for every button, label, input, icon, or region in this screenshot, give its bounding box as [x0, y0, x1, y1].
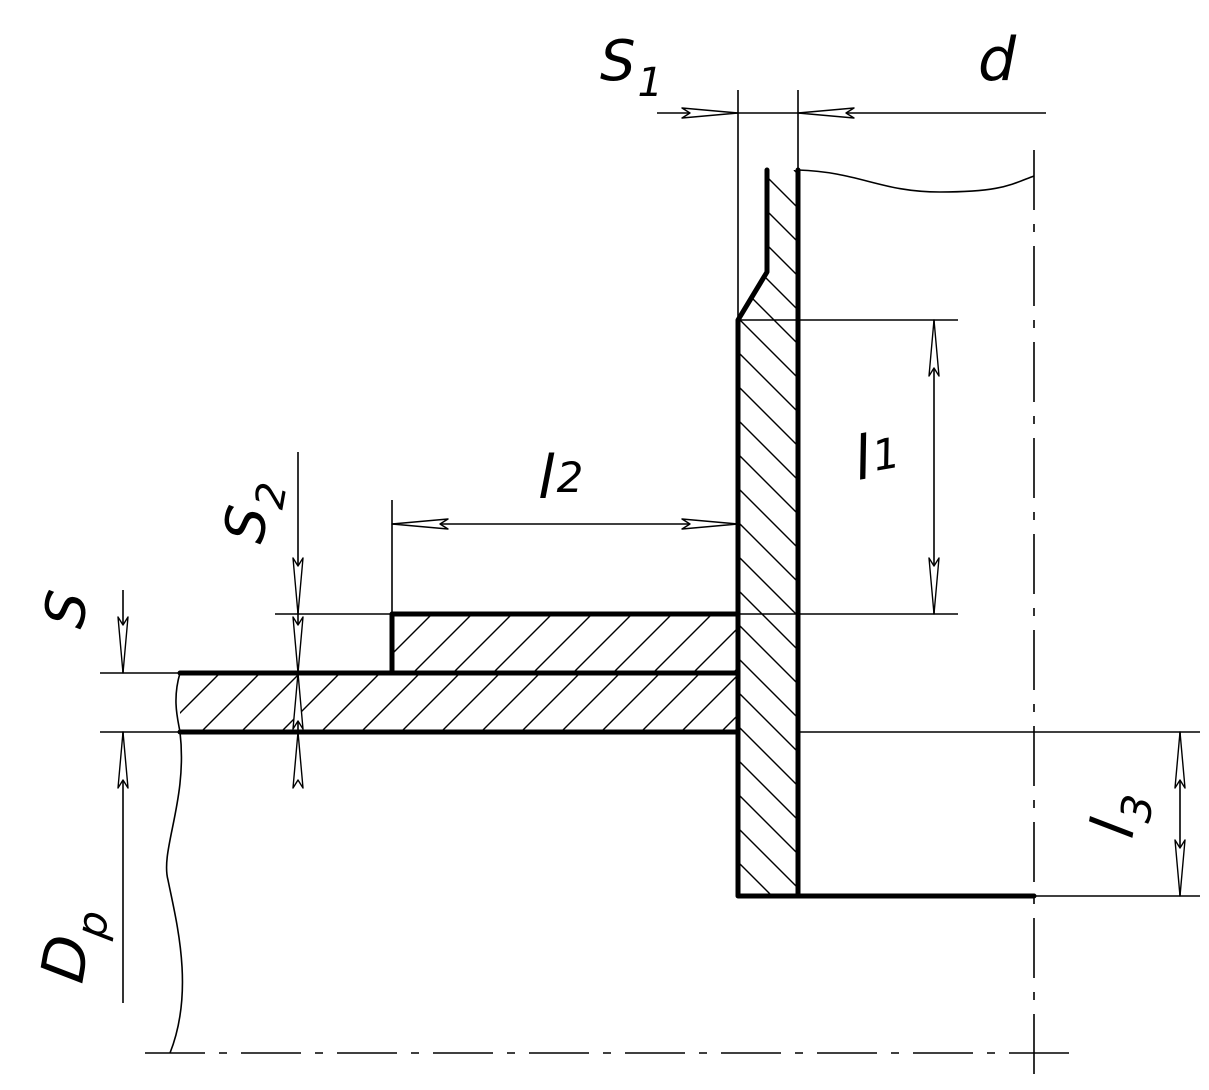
plate-hatch-line	[600, 673, 661, 732]
tube-hatch-line	[738, 170, 798, 896]
tube-hatch-line	[738, 170, 798, 896]
tube-hatch-line	[738, 170, 739, 896]
plate-break-line	[165, 672, 184, 1054]
pad-hatch-line	[392, 614, 393, 615]
plate-hatch-line	[520, 673, 581, 732]
tube-hatch-line	[896, 170, 1209, 896]
tube-hatch-line	[738, 170, 798, 896]
tube-hatch-line	[738, 170, 798, 896]
label-l1: l1	[848, 418, 905, 495]
tube-hatching	[0, 170, 1209, 896]
tube-hatch-line	[738, 170, 798, 896]
pad-hatch-line	[612, 614, 673, 673]
plate-hatch-line	[240, 673, 301, 732]
tube-hatch-line	[1032, 170, 1209, 896]
label-dp: Dp	[28, 902, 119, 989]
tube-hatch-line	[738, 170, 798, 896]
plate-hatch-line	[640, 673, 701, 732]
arrow-l3-bottom	[1174, 839, 1186, 897]
label-d: d	[978, 25, 1017, 95]
pad-hatch-line	[692, 627, 738, 673]
pad-hatch-line	[813, 614, 872, 673]
pad-hatch-line	[452, 614, 513, 673]
tube-hatch-line	[738, 170, 798, 896]
tube-hatch-line	[738, 170, 798, 896]
tube-hatch-line	[1168, 170, 1209, 896]
tube-hatch-line	[738, 170, 798, 896]
pad-hatch-line	[572, 614, 633, 673]
plate-hatch-line	[280, 673, 341, 732]
tube-hatch-line	[793, 170, 798, 896]
arrow-s-mid-bottom	[292, 731, 304, 789]
arrow-s1-right	[797, 107, 855, 119]
plate-hatching	[81, 673, 860, 732]
pad-hatch-line	[532, 614, 593, 673]
plate-hatch-line	[801, 673, 860, 732]
tube-hatch-line	[1100, 170, 1209, 896]
arrow-s2-top	[292, 557, 304, 615]
pad-outline	[389, 611, 741, 676]
plate-hatch-line	[81, 673, 140, 732]
arrow-l1-bottom	[928, 557, 940, 615]
tube-hatch-line	[998, 170, 1209, 896]
arrow-l1-top	[928, 319, 940, 377]
plate-hatch-line	[320, 673, 381, 732]
plate-hatch-line	[360, 673, 421, 732]
plate-hatch-line	[680, 674, 738, 732]
tube-hatch-line	[738, 170, 798, 896]
tube-hatch-line	[738, 170, 798, 896]
pad-hatching	[392, 614, 872, 673]
tube-hatch-line	[0, 170, 704, 896]
tube-hatch-line	[1134, 170, 1209, 896]
pad-hatch-line	[412, 614, 473, 673]
plate-hatch-line	[440, 673, 501, 732]
label-s: S	[32, 586, 102, 632]
arrow-s1-left	[681, 107, 739, 119]
arrow-s-top	[117, 616, 129, 674]
plate-hatch-line	[720, 714, 738, 732]
tube-hatch-line	[1066, 170, 1209, 896]
dimension-arrows	[117, 107, 1186, 897]
tube-hatch-line	[738, 170, 798, 896]
pad-hatch-line	[732, 667, 738, 673]
label-l2: l2	[538, 443, 583, 513]
pad-hatch-line	[492, 614, 553, 673]
arrow-l2-left	[391, 518, 449, 530]
tube-hatch-line	[862, 170, 1209, 896]
tube-hatch-line	[738, 170, 773, 896]
arrow-l3-top	[1174, 731, 1186, 789]
plate-hatch-line	[180, 673, 181, 674]
arrow-s-bottom	[117, 731, 129, 789]
tube-break-line	[797, 169, 1035, 193]
pad-hatch-line	[392, 614, 433, 655]
label-s2: S2	[212, 474, 297, 549]
arrow-s2-bottom	[292, 672, 304, 730]
tube-hatch-line	[738, 170, 798, 896]
tube-hatch-line	[964, 170, 1209, 896]
tube-hatch-line	[930, 170, 1209, 896]
tube-hatch-line	[738, 170, 798, 896]
tube-hatch-line	[738, 170, 798, 896]
label-s1: S1	[600, 29, 663, 106]
tube-hatch-line	[738, 170, 798, 896]
tube-hatch-line	[1202, 170, 1209, 896]
plate-hatch-line	[480, 673, 541, 732]
pad-hatch-line	[773, 614, 832, 673]
tube-hatch-line	[738, 170, 798, 896]
plate-hatch-line	[400, 673, 461, 732]
plate-hatch-line	[200, 673, 261, 732]
tube-hatch-line	[738, 170, 798, 896]
plate-hatch-line	[180, 673, 221, 714]
label-l3: l3	[1078, 786, 1164, 844]
arrow-s-mid-top	[292, 616, 304, 674]
plate-hatch-line	[560, 673, 621, 732]
pad-hatch-line	[652, 614, 713, 673]
tube-hatch-line	[759, 170, 798, 896]
arrow-l2-right	[681, 518, 739, 530]
tube-hatch-line	[828, 170, 1209, 896]
